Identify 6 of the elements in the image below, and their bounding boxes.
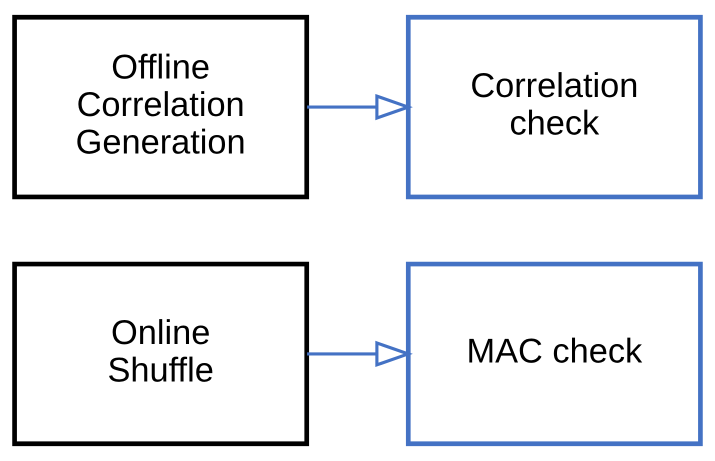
node-box: MAC check: [406, 262, 703, 446]
node-box: Correlation check: [406, 14, 703, 200]
arrow: [307, 340, 413, 368]
node-box: Online Shuffle: [12, 262, 310, 446]
node-box: Offline Correlation Generation: [12, 14, 310, 200]
arrow: [307, 94, 413, 120]
